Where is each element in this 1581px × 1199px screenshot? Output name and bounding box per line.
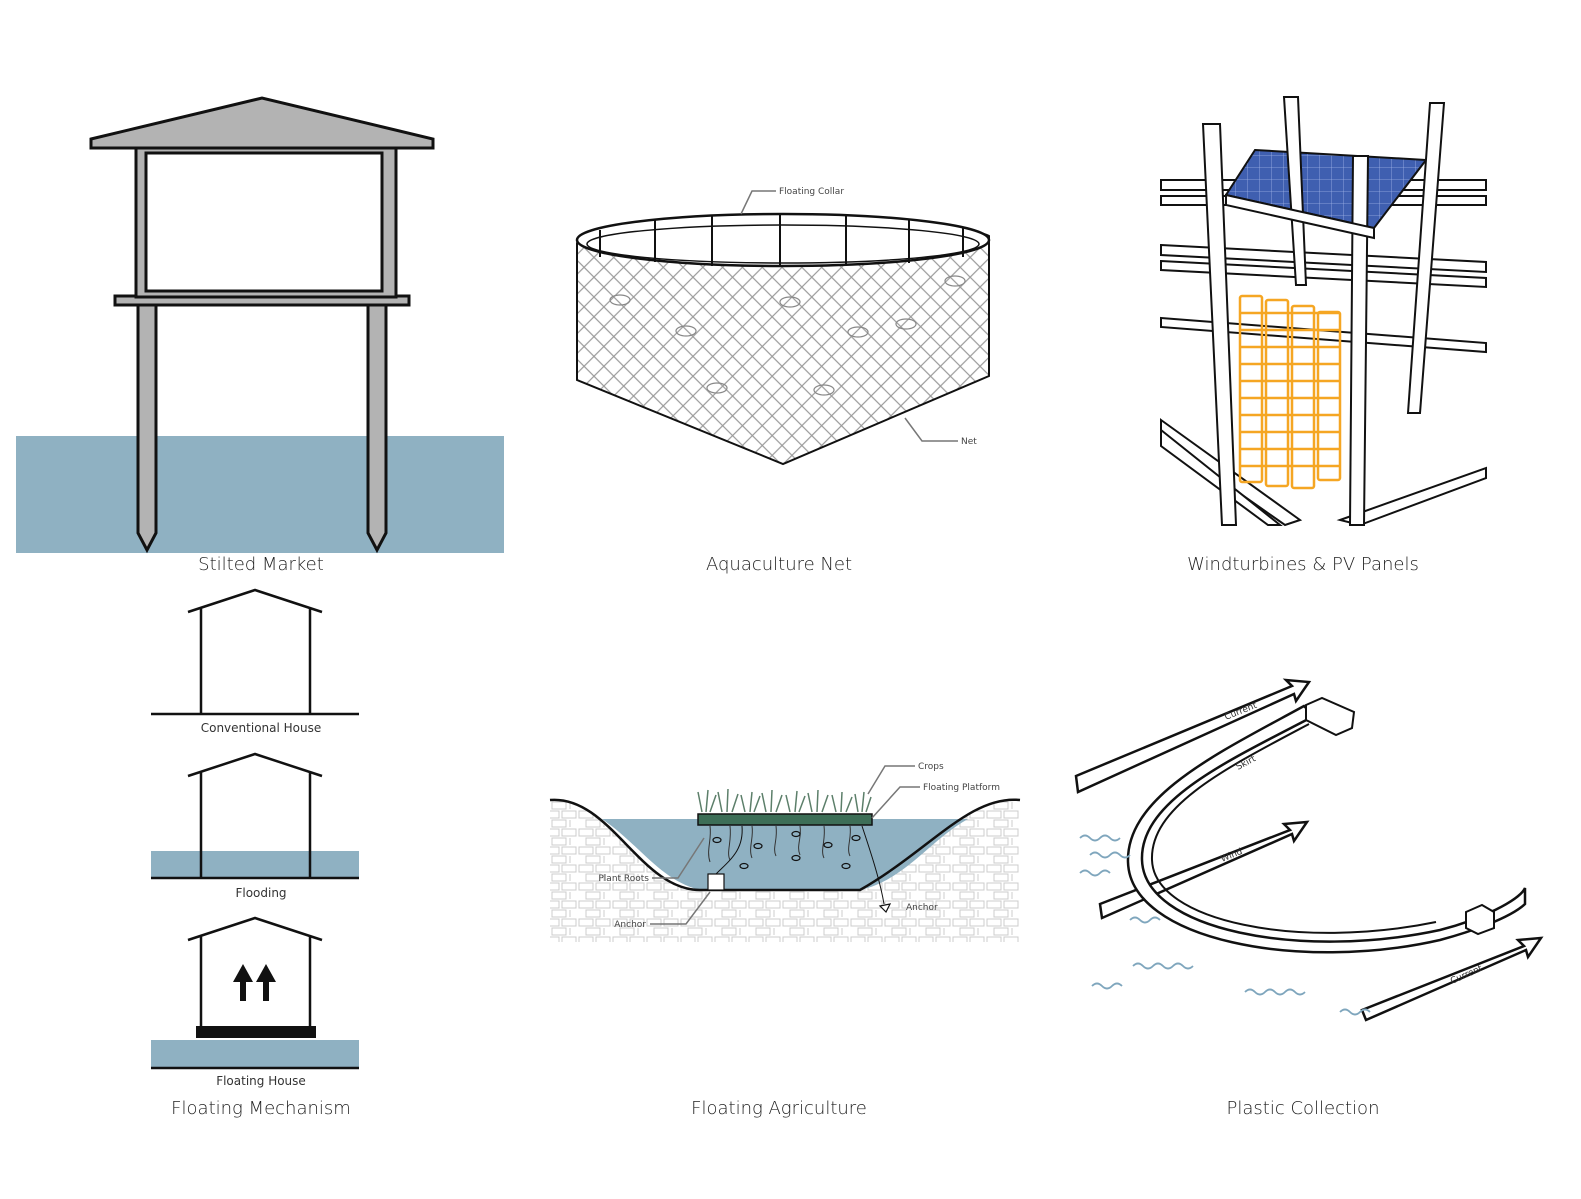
- flood-water: [151, 851, 359, 878]
- frame-top: [1225, 193, 1375, 240]
- label-plant-roots: Plant Roots: [598, 874, 649, 884]
- up-arrows-icon: [233, 964, 276, 1001]
- leader-floating-collar: [740, 190, 776, 215]
- label-current-top: Current: [1223, 701, 1259, 723]
- panel-plastic-collection: Current Skirt Wind Current Plastic Colle…: [1074, 678, 1544, 1119]
- fish-group: [609, 275, 966, 396]
- stilt-left: [136, 298, 158, 554]
- step-floating-house: Floating House: [151, 916, 359, 1088]
- posts: [1201, 96, 1446, 526]
- collar-inner: [586, 224, 980, 264]
- label-flooding: Flooding: [235, 886, 286, 900]
- caption-floating-agriculture: Floating Agriculture: [691, 1098, 867, 1119]
- turbine-cells: [1238, 294, 1342, 490]
- label-current-bottom: Current: [1449, 964, 1484, 987]
- caption-plastic-collection: Plastic Collection: [1227, 1098, 1380, 1119]
- panel-floating-mechanism: Conventional House Flooding Floating Hou…: [151, 588, 359, 1119]
- label-conventional-house: Conventional House: [201, 721, 322, 735]
- panel-floating-agriculture: Crops Floating Platform Plant Roots Anch…: [549, 762, 1021, 1119]
- boom-skirt: [1126, 704, 1527, 954]
- label-floating-platform: Floating Platform: [923, 783, 1000, 793]
- leader-anchor-left: [650, 891, 711, 925]
- label-anchor-left: Anchor: [614, 920, 646, 930]
- market-frame: [134, 144, 398, 299]
- label-wind: Wind: [1219, 847, 1244, 865]
- stilt-right: [366, 298, 388, 554]
- arrow-current-bottom: [1360, 936, 1544, 1022]
- caption-aquaculture-net: Aquaculture Net: [706, 554, 852, 575]
- boom-clamp: [1465, 903, 1495, 936]
- leader-plant-roots: [652, 837, 705, 879]
- pond-edge: [549, 798, 1021, 892]
- boom-inner-line: [1150, 723, 1437, 934]
- label-floating-collar: Floating Collar: [779, 187, 844, 197]
- label-crops: Crops: [918, 762, 944, 772]
- label-net: Net: [961, 437, 977, 447]
- caption-windturbines: Windturbines & PV Panels: [1187, 554, 1419, 575]
- house-outline: [187, 916, 323, 1028]
- floating-collar: [575, 212, 991, 268]
- label-anchor-right: Anchor: [906, 903, 938, 913]
- crops: [697, 788, 872, 813]
- leader-crops: [867, 765, 915, 795]
- label-floating-house: Floating House: [216, 1074, 306, 1088]
- anchor-line-left: [715, 825, 743, 875]
- market-roof: [89, 96, 435, 150]
- plant-roots: [708, 825, 851, 863]
- caption-stilted-market: Stilted Market: [198, 554, 324, 575]
- boom-end-block: [1305, 696, 1356, 737]
- step-conventional-house: Conventional House: [151, 588, 359, 735]
- water-ripples: [1079, 834, 1371, 1016]
- anchor-line-right: [861, 825, 885, 905]
- collar-posts: [599, 214, 964, 266]
- anchor-left-icon: [707, 873, 725, 891]
- house-outline: [187, 588, 323, 714]
- leader-net: [904, 417, 958, 442]
- caption-floating-mechanism: Floating Mechanism: [171, 1098, 351, 1119]
- panel-windturbines: Windturbines & PV Panels: [1160, 96, 1487, 575]
- water-body: [16, 436, 504, 553]
- flood-water: [151, 1040, 359, 1067]
- step-flooding: Flooding: [151, 752, 359, 900]
- ground-section: [550, 799, 1020, 942]
- panel-stilted-market: Stilted Market: [16, 96, 504, 575]
- arrow-current-top: [1074, 678, 1312, 794]
- panel-aquaculture-net: Floating Collar Net Aquaculture Net: [575, 187, 991, 575]
- floating-platform: [697, 813, 873, 826]
- leader-floating-platform: [871, 786, 920, 819]
- house-outline: [187, 752, 323, 878]
- float-base: [196, 1026, 316, 1038]
- anchor-right-icon: [878, 903, 892, 914]
- fish-group: [712, 830, 861, 870]
